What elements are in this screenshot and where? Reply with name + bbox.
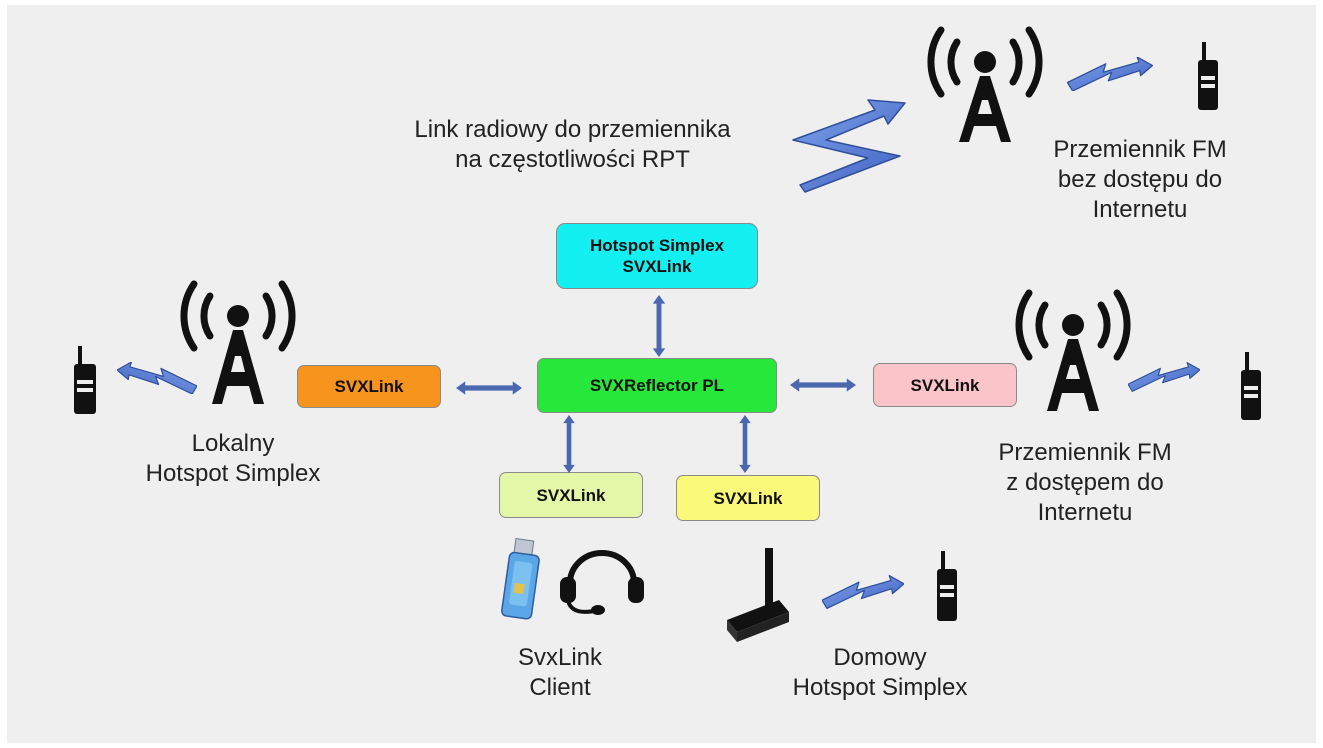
svxlink-bottom-right-label: SVXLink xyxy=(713,488,783,508)
svxlink-left-label: SVXLink xyxy=(334,377,404,396)
svxlink-client-label: SvxLink Client xyxy=(517,644,603,701)
handheld-radio-top-icon xyxy=(1198,42,1218,110)
local-hotspot-label: Lokalny Hotspot Simplex xyxy=(145,430,321,487)
arrow-reflector-bottom-left xyxy=(563,415,575,473)
radio-link-bolt-icon xyxy=(792,99,906,193)
svxlink-bottom-right-box: SVXLink xyxy=(676,475,820,521)
svxlink-bottom-left-label: SVXLink xyxy=(536,485,606,505)
svxlink-right-label: SVXLink xyxy=(910,375,980,395)
svxlink-right-box: SVXLink xyxy=(873,363,1017,407)
antenna-device-icon xyxy=(727,548,789,642)
arrow-reflector-right xyxy=(790,378,856,392)
hotspot-simplex-line2: SVXLink xyxy=(622,257,692,276)
hotspot-simplex-box: Hotspot Simplex SVXLink xyxy=(556,223,758,289)
usb-stick-icon xyxy=(501,537,540,620)
arrow-reflector-bottom-right xyxy=(739,415,751,473)
radio-link-label: Link radiowy do przemiennika na częstotl… xyxy=(414,116,731,173)
bolt-bottom-icon xyxy=(822,575,904,609)
arrow-hotspot-reflector xyxy=(652,295,666,357)
radio-tower-top-icon xyxy=(927,26,1043,142)
bolt-right-icon xyxy=(1128,362,1200,392)
handheld-radio-right-icon xyxy=(1241,352,1261,420)
hotspot-simplex-line1: Hotspot Simplex xyxy=(589,236,725,255)
bolt-top-right-icon xyxy=(1066,57,1154,91)
svxreflector-label: SVXReflector PL xyxy=(589,376,725,395)
radio-tower-left-icon xyxy=(180,280,296,404)
repeater-no-internet-label: Przemiennik FM bez dostępu do Internetu xyxy=(1053,136,1227,223)
arrow-left-reflector xyxy=(456,381,522,395)
radio-tower-right-icon xyxy=(1015,289,1131,411)
bolt-left-icon xyxy=(117,362,197,394)
handheld-radio-left-icon xyxy=(74,346,96,414)
home-hotspot-label: Domowy Hotspot Simplex xyxy=(792,644,968,701)
svxreflector-box: SVXReflector PL xyxy=(537,358,777,413)
svxlink-left-box: SVXLink xyxy=(297,365,441,408)
repeater-internet-label: Przemiennik FM z dostępem do Internetu xyxy=(998,439,1172,526)
svxlink-bottom-left-box: SVXLink xyxy=(499,472,643,518)
handheld-radio-bottom-icon xyxy=(937,551,957,621)
headset-icon xyxy=(560,550,644,615)
